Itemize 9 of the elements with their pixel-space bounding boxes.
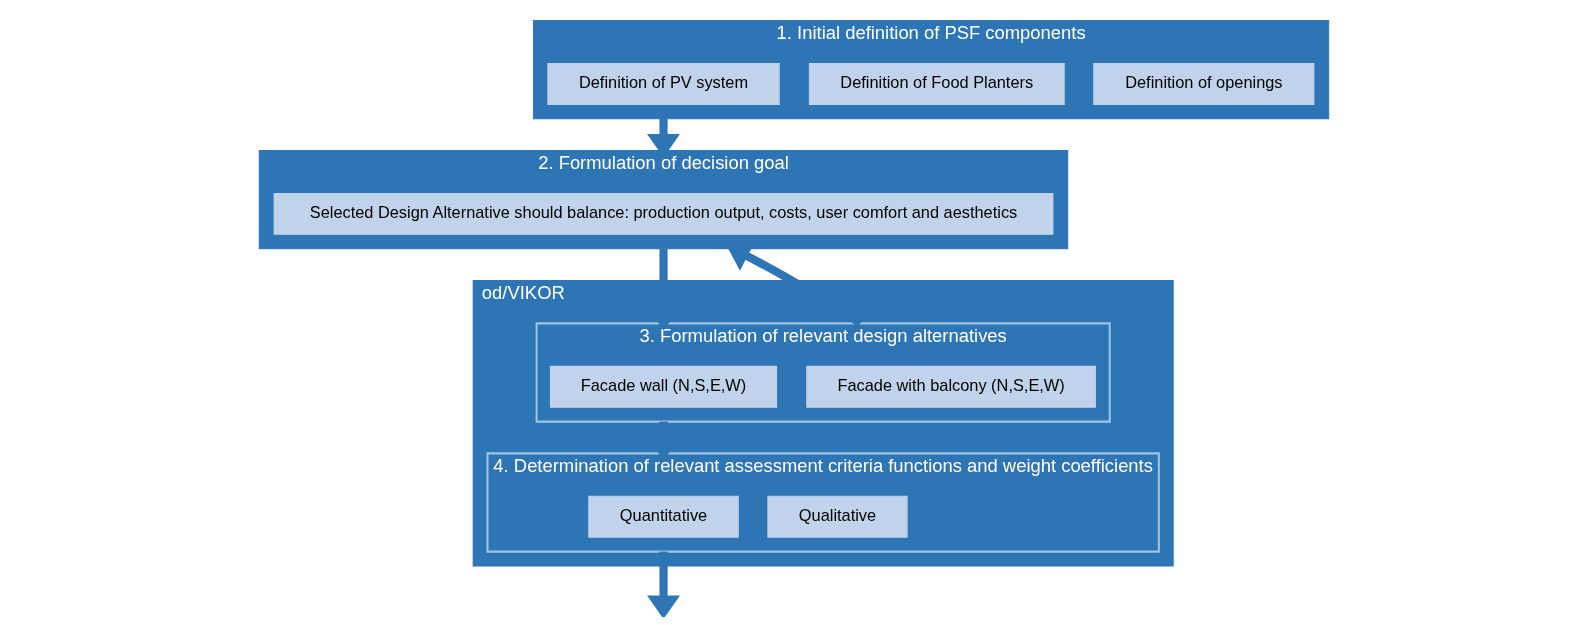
node-box: Quantitative (588, 495, 739, 538)
node-box: Definition of PV system (547, 62, 780, 105)
node-box: Definition of Food Planters (808, 62, 1065, 105)
node-box: Selected Design Alternative should balance: production output, costs, user comfort and aesthetics (273, 192, 1054, 235)
node-box: Facade with balcony (N,S,E,W) (806, 365, 1096, 408)
node-box: Qualitative (767, 495, 908, 538)
arrow (647, 551, 680, 617)
node-box: Facade wall (N,S,E,W) (549, 365, 778, 408)
node-box: Definition of openings (1093, 62, 1315, 105)
